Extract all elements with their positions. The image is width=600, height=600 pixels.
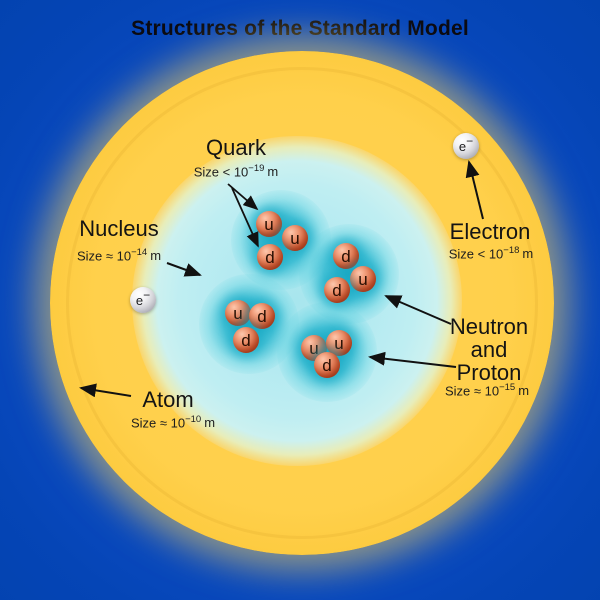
nucleus-annotation: Nucleus — [79, 217, 158, 240]
quark-down: d — [257, 244, 283, 270]
quark-up: u — [301, 335, 327, 361]
quark-down: d — [333, 243, 359, 269]
atom-label-title: Atom — [142, 387, 194, 412]
quark-label: u — [290, 228, 300, 248]
nucleon-label-line3: Proton — [456, 360, 522, 386]
electron-particle-right: e− — [453, 133, 479, 159]
electron-particle-left: e− — [130, 287, 156, 313]
quark-label: u — [264, 214, 274, 234]
quark-down: d — [249, 303, 275, 329]
quark-up: u — [350, 266, 376, 292]
quark-up: u — [225, 300, 251, 326]
quark-up: u — [282, 225, 308, 251]
nucleus-label-title: Nucleus — [79, 216, 159, 241]
quark-label: u — [233, 303, 243, 323]
quark-label: u — [309, 338, 319, 358]
quark-label: u — [334, 333, 344, 353]
quark-label: d — [341, 246, 351, 266]
diagram-title: Structures of the Standard Model — [131, 17, 469, 40]
quark-up: u — [256, 211, 282, 237]
electron-charge: − — [466, 134, 474, 148]
quark-label: d — [322, 355, 332, 375]
quark-up: u — [326, 330, 352, 356]
quark-down: d — [233, 327, 259, 353]
quark-down: d — [314, 352, 340, 378]
atom-inner-ring — [66, 67, 538, 539]
electron-symbol: e — [458, 138, 467, 154]
electron-label-title: Electron — [449, 219, 531, 244]
quark-annotation: Quark — [206, 136, 266, 159]
quark-label: d — [241, 330, 251, 350]
electron-annotation: Electron — [450, 220, 531, 243]
nucleon-label-line2: and — [470, 337, 508, 363]
nucleon-annotation: Neutron and Proton — [450, 315, 528, 384]
electron-symbol: e — [135, 292, 144, 308]
quark-down: d — [324, 277, 350, 303]
quark-label: u — [358, 269, 368, 289]
quark-label: d — [265, 247, 275, 267]
quark-label: d — [332, 280, 342, 300]
nucleon-label-line1: Neutron — [449, 314, 529, 339]
quark-label: d — [257, 306, 267, 326]
electron-charge: − — [143, 288, 151, 302]
quark-label-title: Quark — [206, 135, 266, 160]
atom-annotation: Atom — [142, 388, 193, 411]
